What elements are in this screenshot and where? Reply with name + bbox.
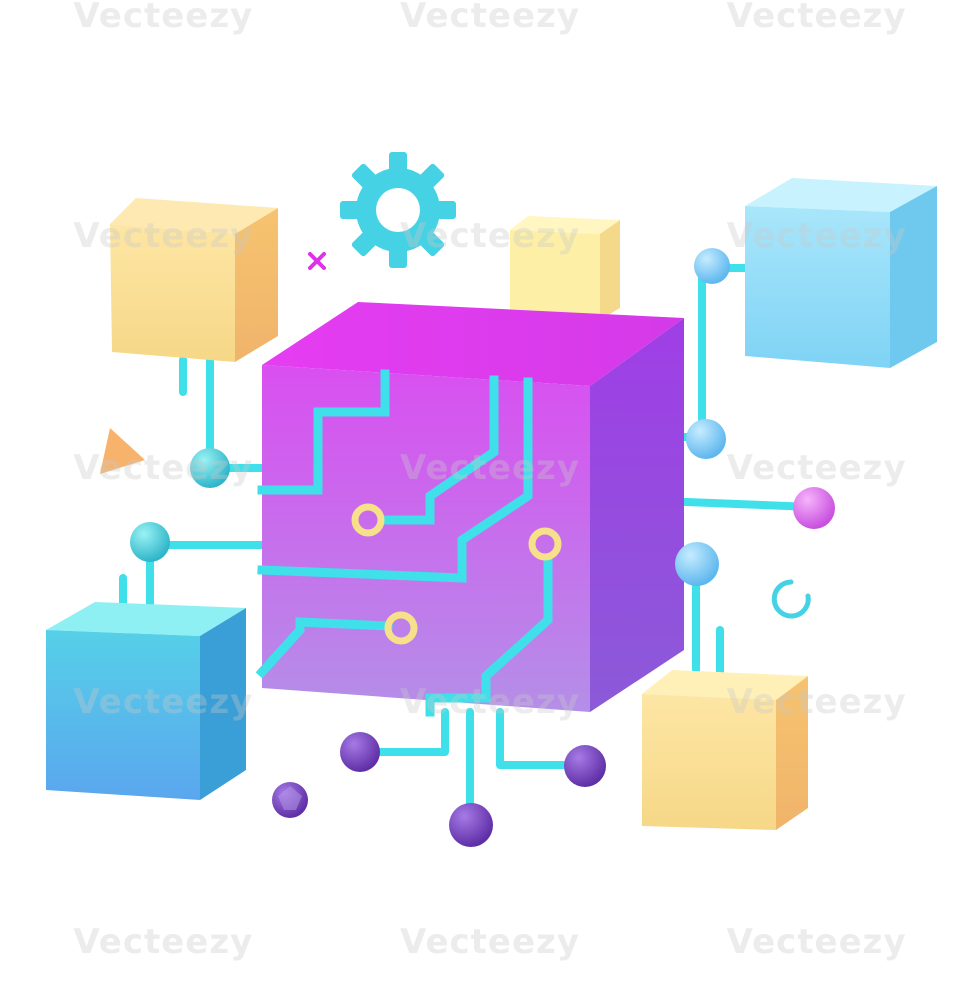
gear-icon: [340, 152, 456, 268]
node-left-upper: [190, 448, 230, 488]
node-right-top: [694, 248, 730, 284]
yellow-cube-top-left: [110, 198, 278, 362]
blue-cube-top-right: [745, 178, 937, 368]
node-bottom-right: [564, 745, 606, 787]
node-right-pink: [793, 487, 835, 529]
main-circuit-cube: [255, 302, 684, 717]
triangle-icon: [100, 428, 145, 474]
node-right-lower: [675, 542, 719, 586]
circuit-pads: [351, 503, 562, 645]
circuit-traces: [255, 369, 553, 717]
yellow-cube-bottom-right: [642, 670, 808, 830]
node-left-lower: [130, 522, 170, 562]
gem-icon: [272, 782, 308, 818]
node-bottom-left: [340, 732, 380, 772]
node-bottom-center: [449, 803, 493, 847]
cross-icon: [308, 252, 326, 270]
connector-nodes: [130, 248, 835, 847]
teal-cube-bottom-left: [46, 602, 246, 800]
node-right-upper: [686, 419, 726, 459]
ring-icon: [771, 579, 811, 619]
yellow-cube-small: [510, 216, 620, 320]
